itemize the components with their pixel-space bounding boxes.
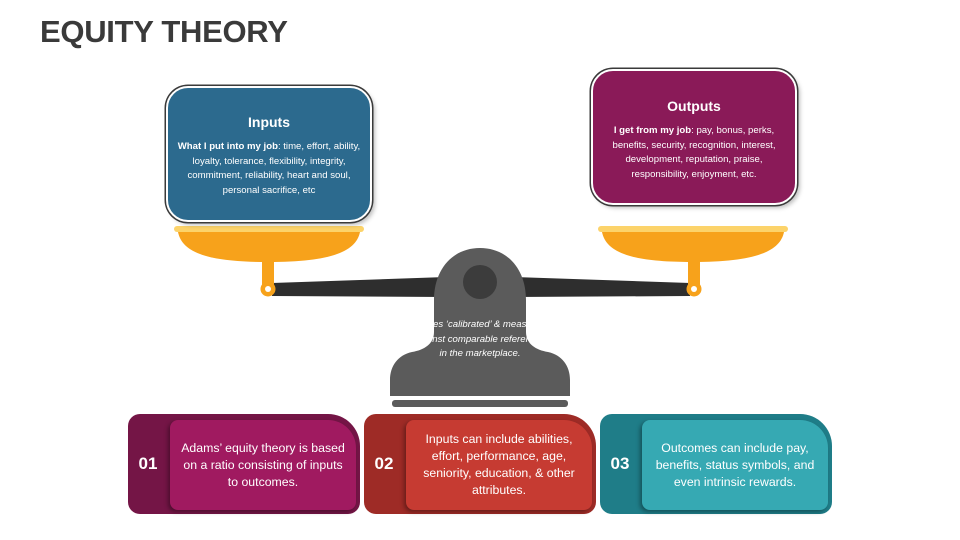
card-text: Outcomes can include pay, benefits, stat…: [642, 420, 828, 510]
inputs-heading: Inputs: [174, 114, 364, 130]
card-02: 02 Inputs can include abilities, effort,…: [364, 414, 596, 514]
card-number: 02: [364, 414, 404, 514]
card-text: Adams’ equity theory is based on a ratio…: [170, 420, 356, 510]
card-01: 01 Adams’ equity theory is based on a ra…: [128, 414, 360, 514]
outputs-heading: Outputs: [599, 98, 789, 114]
scale-base: [392, 400, 568, 407]
scale-pivot: [463, 265, 497, 299]
inputs-box: Inputs What I put into my job: time, eff…: [166, 86, 372, 222]
card-03: 03 Outcomes can include pay, benefits, s…: [600, 414, 832, 514]
inputs-lead: What I put into my job: [178, 141, 278, 152]
card-text: Inputs can include abilities, effort, pe…: [406, 420, 592, 510]
outputs-lead: I get from my job: [614, 125, 691, 136]
scale-beam-right: [514, 277, 690, 297]
card-number: 03: [600, 414, 640, 514]
outputs-text: I get from my job: pay, bonus, perks, be…: [599, 124, 789, 182]
outputs-box: Outputs I get from my job: pay, bonus, p…: [591, 69, 797, 205]
scale-label: Scales ‘calibrated’ & measured against c…: [412, 318, 548, 362]
scale-beam-left: [272, 277, 446, 297]
card-number: 01: [128, 414, 168, 514]
inputs-text: What I put into my job: time, effort, ab…: [174, 140, 364, 198]
